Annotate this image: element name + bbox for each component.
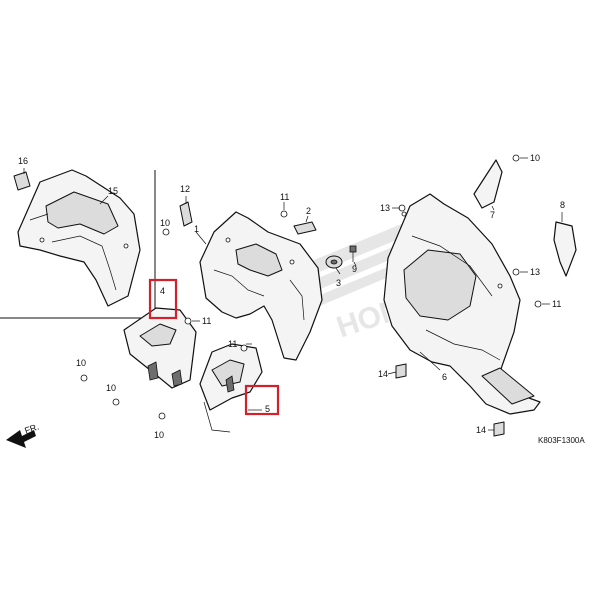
callout-13-right: 13 — [530, 267, 540, 277]
callout-9: 9 — [352, 264, 357, 274]
front-arrow-label: FR. — [23, 422, 40, 436]
callout-14-left: 14 — [378, 369, 388, 379]
callout-2: 2 — [306, 206, 311, 216]
bolt-10b — [80, 374, 88, 382]
clip-part-12 — [179, 196, 193, 227]
bolt-11d — [534, 300, 542, 308]
highlight-box-part-4 — [148, 278, 178, 320]
bolt-part-9 — [349, 245, 357, 262]
clip-part-14b — [493, 421, 505, 437]
callout-14-bottom: 14 — [476, 425, 486, 435]
clip-part-14a — [395, 363, 407, 379]
panel-part-5 — [199, 343, 263, 433]
callout-11-mid: 11 — [202, 316, 211, 326]
bolt-10a — [162, 228, 170, 236]
bracket-part-8 — [553, 221, 577, 277]
bolt-10d — [158, 412, 166, 420]
bolt-10c — [112, 398, 120, 406]
bolt-10e — [512, 154, 520, 162]
callout-10-bottom: 10 — [154, 430, 164, 440]
bolt-11c — [240, 344, 248, 352]
front-cover-part-6 — [383, 193, 541, 415]
grommet-part-3 — [325, 255, 343, 269]
callout-11-top: 11 — [280, 192, 289, 202]
callout-7: 7 — [490, 210, 495, 220]
callout-4: 4 — [160, 286, 165, 296]
inner-cover-part-1 — [199, 211, 323, 361]
bracket-part-4 — [123, 307, 197, 389]
callout-12: 12 — [180, 184, 190, 194]
bolt-13b — [512, 268, 520, 276]
bracket-part-7 — [473, 159, 503, 209]
clip-part-16 — [13, 171, 31, 191]
diagram-code: K803F1300A — [538, 436, 585, 445]
inner-cover-part-15 — [17, 169, 141, 307]
callout-11-right: 11 — [552, 299, 561, 309]
callout-10-mid-left: 10 — [106, 383, 116, 393]
callout-13-top: 13 — [380, 203, 390, 213]
callout-1: 1 — [194, 224, 199, 234]
callout-10-upper: 10 — [160, 218, 170, 228]
callout-3: 3 — [336, 278, 341, 288]
callout-6: 6 — [442, 372, 447, 382]
callout-5: 5 — [265, 404, 270, 414]
clip-part-2 — [293, 221, 317, 235]
callout-11-lower: 11 — [228, 339, 237, 349]
callout-10-right: 10 — [530, 153, 540, 163]
highlight-box-part-5 — [244, 384, 280, 416]
bolt-11b — [184, 317, 192, 325]
bolt-11a — [280, 210, 288, 218]
callout-8: 8 — [560, 200, 565, 210]
callout-16: 16 — [18, 156, 28, 166]
callout-15: 15 — [108, 186, 118, 196]
callout-10-left: 10 — [76, 358, 86, 368]
front-direction-arrow: FR. — [6, 422, 40, 448]
